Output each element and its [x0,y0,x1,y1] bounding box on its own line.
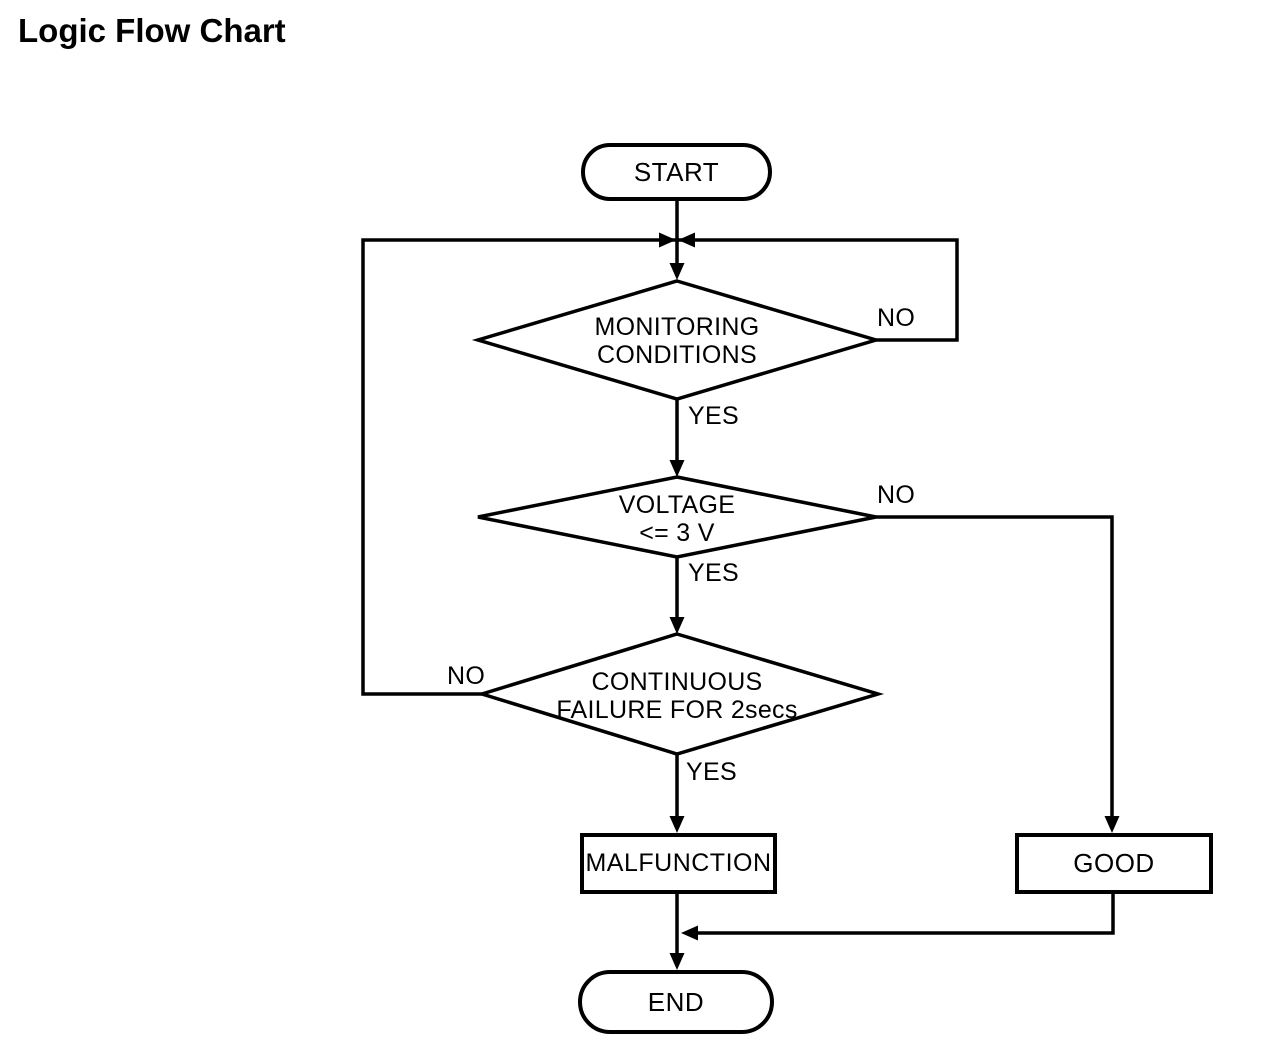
node-voltage-label-line2: <= 3 V [639,519,715,547]
edge-voltage-no [876,515,1114,827]
decision-continuous-shape [476,632,885,756]
arrowhead-into-good [1104,816,1120,833]
edge-label-voltage-yes: YES [688,559,739,587]
node-good: GOOD [1015,833,1213,894]
edge-good-merge [688,894,1115,935]
node-continuous-label: CONTINUOUS FAILURE FOR 2secs [497,668,857,724]
node-end: END [578,970,774,1034]
page-title: Logic Flow Chart [18,12,286,49]
edge-label-continuous-yes: YES [686,758,737,786]
edge-label-monitoring-yes: YES [688,402,739,430]
node-continuous-label-line2: FAILURE FOR 2secs [556,696,798,724]
arrowhead-merge-before-end [681,925,698,941]
arrowhead-into-malfunction [669,816,685,833]
decision-monitoring-shape [471,279,883,401]
edge-label-monitoring-no: NO [877,304,916,332]
node-continuous-label-line1: CONTINUOUS [591,668,763,696]
node-monitoring-label-line2: CONDITIONS [597,341,757,369]
node-monitoring-label: MONITORING CONDITIONS [517,313,837,369]
node-malfunction: MALFUNCTION [580,833,777,894]
node-malfunction-label: MALFUNCTION [585,849,772,877]
node-start: START [581,143,772,201]
node-good-label: GOOD [1073,848,1155,878]
node-voltage-label-line1: VOLTAGE [618,491,736,519]
arrowhead-junction-from-left [659,232,676,248]
node-monitoring-label-line1: MONITORING [594,313,760,341]
arrowhead-into-end [669,953,685,970]
edge-label-voltage-no: NO [877,481,916,509]
arrowhead-junction-from-right [678,232,695,248]
node-voltage-label: VOLTAGE <= 3 V [517,491,837,547]
edge-label-continuous-no: NO [447,662,486,690]
arrowhead-into-monitoring [669,263,685,280]
arrowhead-into-voltage [669,460,685,477]
node-end-label: END [647,986,705,1017]
decision-voltage-shape [477,475,877,559]
arrowhead-into-continuous [669,617,685,634]
node-start-label: START [633,156,720,187]
